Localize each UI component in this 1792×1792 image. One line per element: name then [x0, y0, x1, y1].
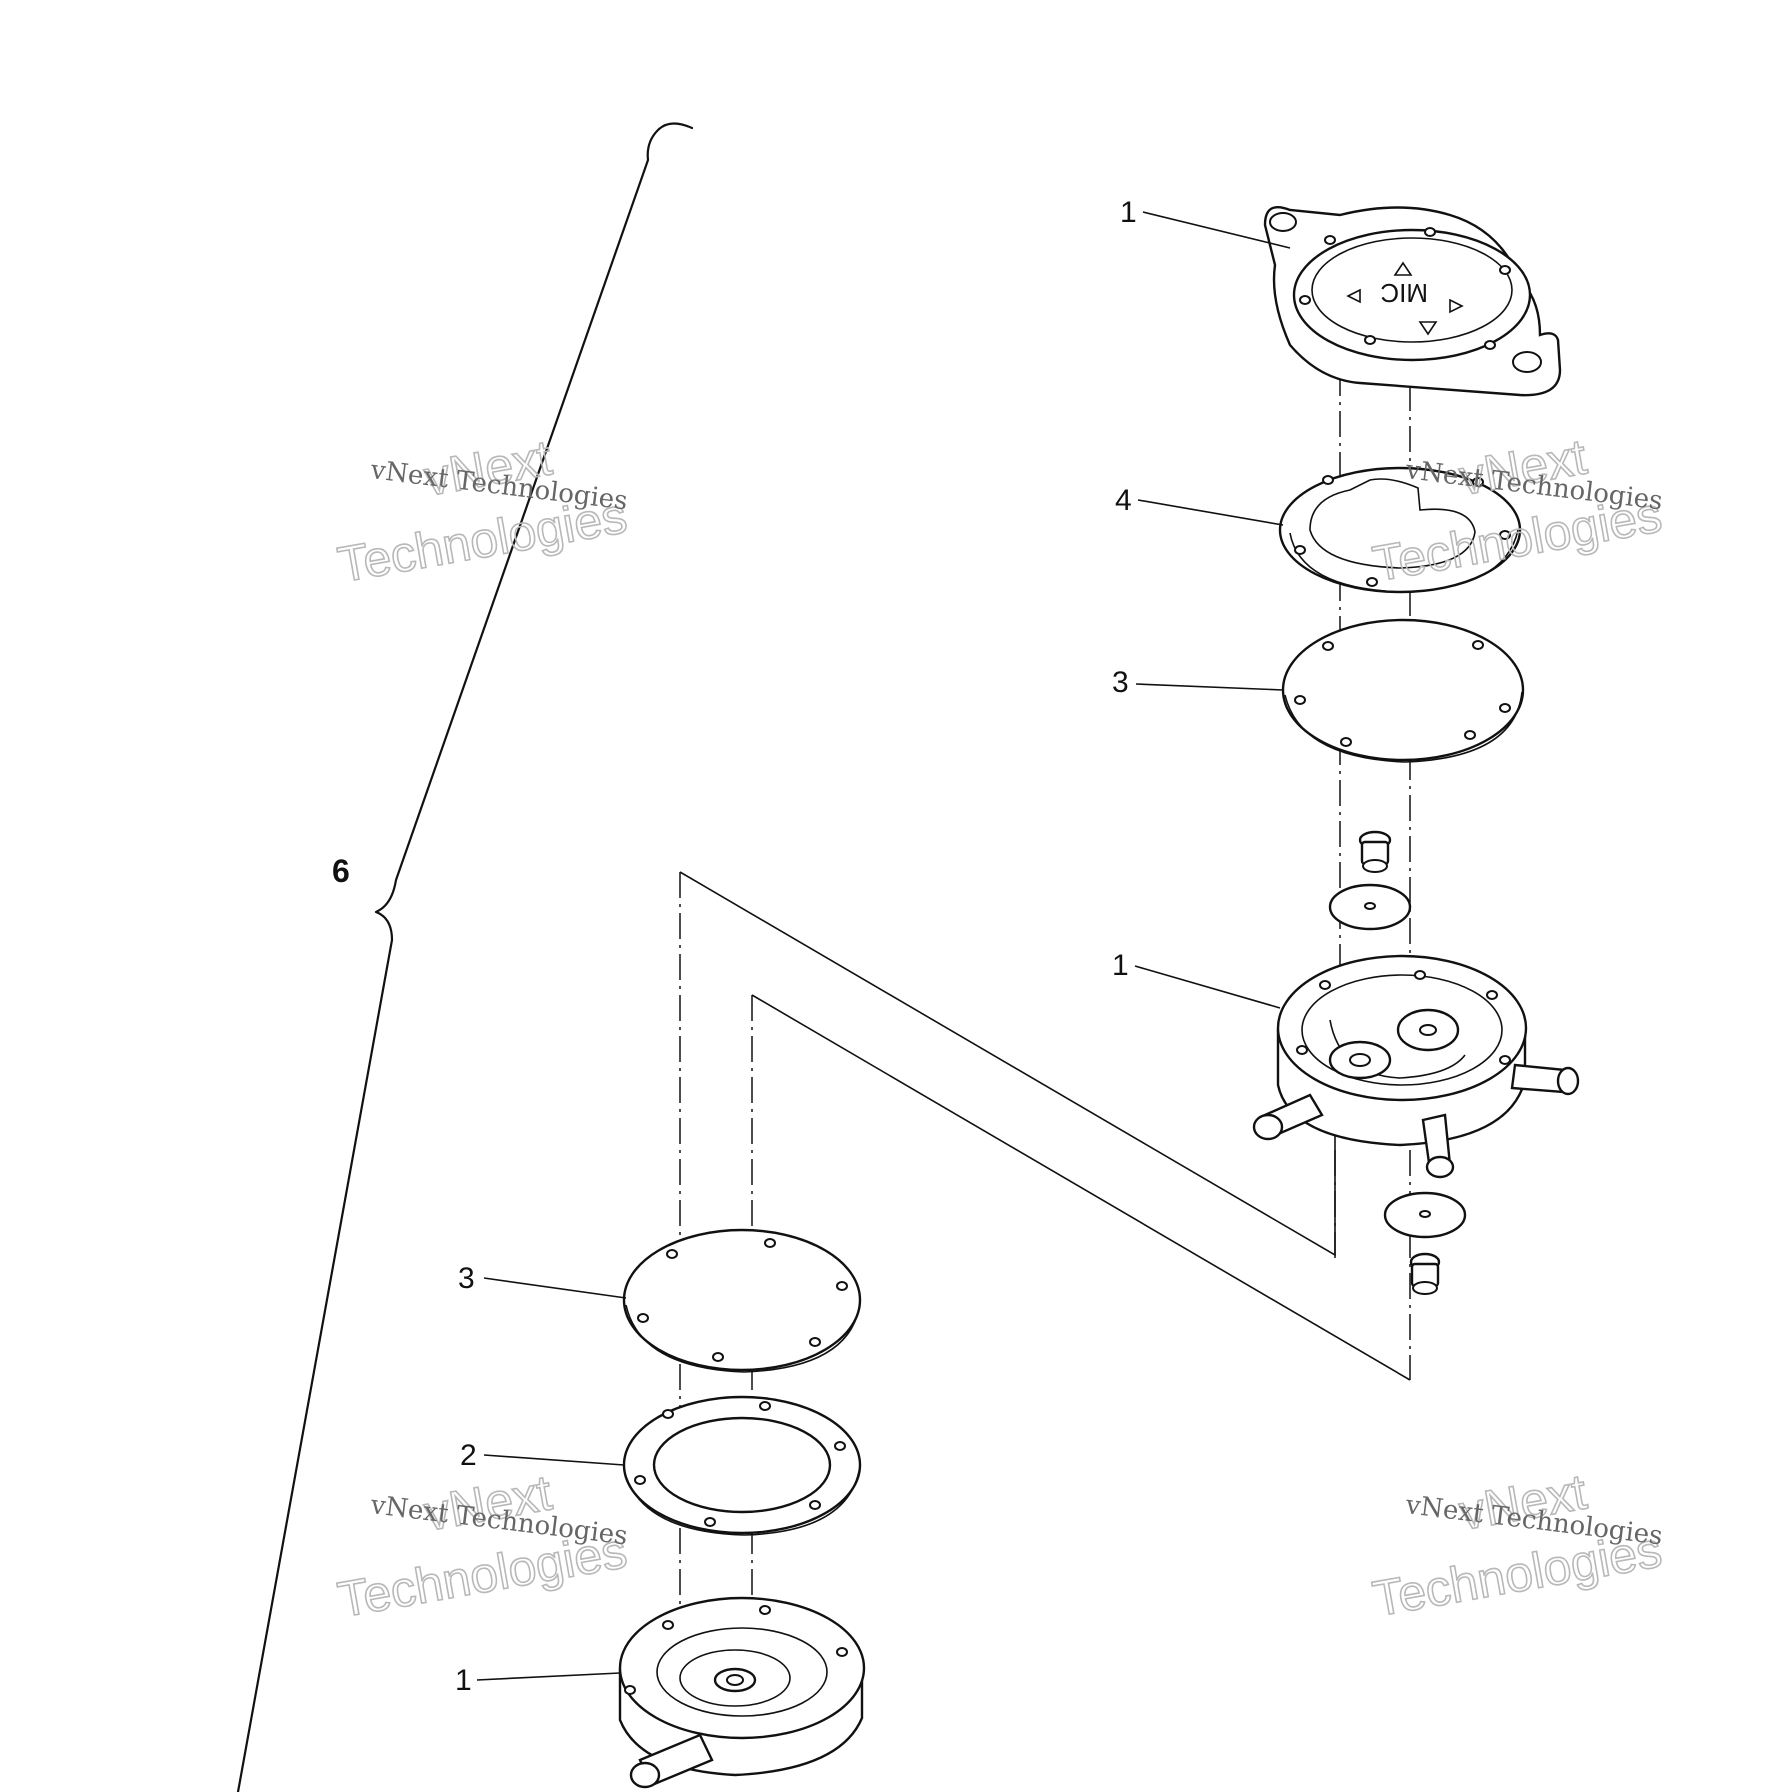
- middle-body: [1252, 954, 1580, 1179]
- callout-assembly: 6: [332, 853, 350, 889]
- upper-check-valve: [1328, 830, 1412, 931]
- callout-labels: 6 1 4 3 1 3 2 1: [332, 196, 1137, 1697]
- callout-base: 1: [455, 1664, 472, 1697]
- lower-check-valve: [1383, 1191, 1467, 1295]
- assembly-brace: [236, 122, 694, 1792]
- callout-top-gasket: 4: [1115, 484, 1132, 517]
- callout-middle-body: 1: [1112, 949, 1129, 982]
- leader-lines: [476, 211, 1291, 1681]
- top-gasket: [1278, 466, 1522, 594]
- callout-top-cover: 1: [1120, 196, 1137, 229]
- top-diaphragm: [1281, 618, 1525, 763]
- callout-lower-gasket: 2: [460, 1439, 477, 1472]
- callout-top-diaphragm: 3: [1112, 666, 1129, 699]
- top-cover: MIC: [1263, 205, 1562, 397]
- base-body: [618, 1596, 866, 1789]
- lower-gasket: [622, 1395, 862, 1536]
- lower-diaphragm: [622, 1228, 862, 1373]
- callout-lower-diaphragm: 3: [458, 1262, 475, 1295]
- cover-marking: MIC: [1380, 278, 1428, 308]
- z-connection-lines: [679, 871, 1411, 1381]
